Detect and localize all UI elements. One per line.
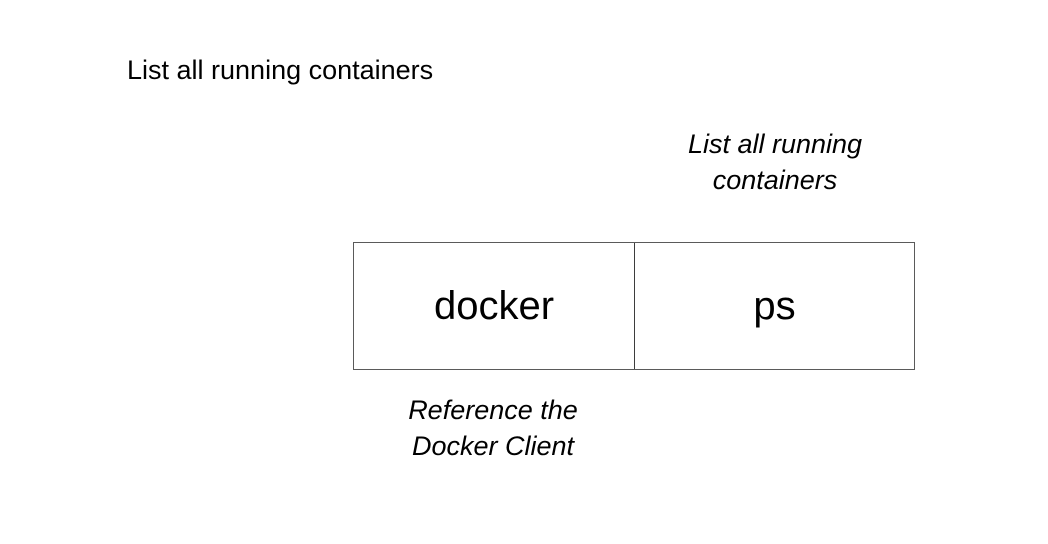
page-title: List all running containers bbox=[127, 55, 434, 85]
command-cell-docker: docker bbox=[354, 243, 635, 369]
docker-client-annotation: Reference the Docker Client bbox=[408, 395, 578, 461]
command-cell-ps: ps bbox=[753, 284, 796, 328]
command-box: docker ps bbox=[353, 242, 915, 370]
ps-command-annotation: List all running containers bbox=[687, 129, 863, 195]
